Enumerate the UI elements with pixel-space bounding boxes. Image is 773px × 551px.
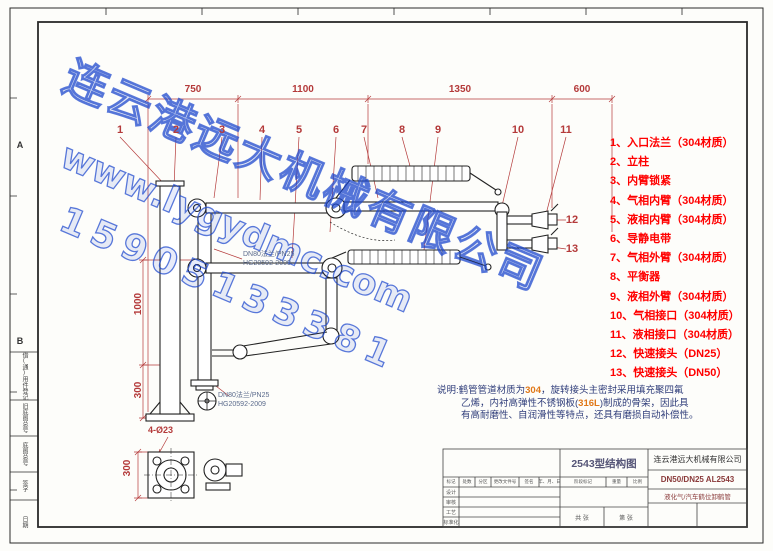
- base-plate: [145, 413, 195, 422]
- callout-5: 5: [295, 124, 303, 136]
- part-item-12: 12、快速接头（DN25）: [610, 348, 728, 361]
- part-item-11: 11、液相接口（304材质）: [610, 329, 739, 342]
- callout-4: 4: [258, 124, 266, 136]
- upper-balancer: [351, 165, 471, 182]
- dimension-300-detail: 300: [121, 459, 133, 477]
- quick-coupling-dn25: [531, 210, 549, 230]
- titleblock-row-standard: 标准化: [443, 519, 459, 526]
- parts-list: 1、入口法兰（304材质） 2、立柱 3、内臂锁紧 4、气相内臂（304材质） …: [610, 134, 770, 384]
- titleblock-header-mark: 标记: [446, 479, 456, 484]
- gas-outer-arm: [343, 201, 499, 212]
- description-line-2: 乙烯，内衬高弹性不锈钢板(316L)制成的骨架，因此具: [461, 397, 689, 409]
- model-code: DN50/DN25 AL2543: [660, 475, 735, 484]
- callout-1: 1: [116, 124, 124, 136]
- titleblock-header-changefile: 更改文件号: [493, 479, 517, 484]
- dimension-1000: 1000: [132, 292, 144, 316]
- callout-8: 8: [398, 124, 406, 136]
- bottom-flange: [190, 379, 219, 387]
- zone-letter-a: A: [16, 140, 24, 150]
- riser-pipe: [197, 211, 212, 381]
- liquid-interface: [506, 239, 533, 249]
- dimension-750: 750: [184, 84, 202, 95]
- liquid-outer-arm: [325, 277, 338, 333]
- callout-13: 13: [565, 243, 579, 255]
- description-note: 说明:鹤管管道材质为304，旋转接头主密封采用填充聚四氟 乙烯，内衬高弹性不锈钢…: [437, 385, 759, 423]
- frame-border: [9, 7, 764, 544]
- lower-balancer: [347, 249, 461, 265]
- callout-leaders: [119, 136, 567, 397]
- titleblock-row-process: 工艺: [445, 509, 456, 516]
- base-plate-detail: [144, 448, 243, 502]
- callout-2: 2: [172, 124, 180, 136]
- column: [159, 185, 181, 415]
- titleblock-sheets: 共 张: [575, 515, 589, 522]
- margin-cell-borrow: 借(通)用件登记: [21, 352, 27, 400]
- part-item-9: 9、液相外臂（304材质）: [610, 290, 734, 303]
- titleblock-sheet-no: 第 张: [619, 515, 633, 522]
- dimension-600: 600: [573, 84, 591, 95]
- titleblock-row-check: 审核: [445, 499, 456, 506]
- callout-3: 3: [218, 124, 226, 136]
- part-item-13: 13、快速接头（DN50）: [610, 367, 728, 380]
- margin-cell-base-no: 底图总号: [21, 442, 27, 466]
- callout-7: 7: [360, 124, 368, 136]
- callout-11: 11: [560, 124, 572, 136]
- titleblock-header-count: 处数: [462, 479, 472, 484]
- loading-arm-drawing: [144, 165, 559, 502]
- static-strap: [329, 221, 396, 241]
- margin-cell-old-no: 旧底图总号: [21, 403, 27, 433]
- titleblock-scale: 比例: [633, 479, 642, 484]
- part-item-8: 8、平衡器: [610, 271, 661, 284]
- description-line-1: 说明:鹤管管道材质为304，旋转接头主密封采用填充聚四氟: [437, 385, 684, 396]
- product-name: 液化气/汽车鹤位卸鹤管: [664, 494, 731, 501]
- description-line-3: 有高耐磨性、自润滑性等特点，还具有磨损自动补偿性。: [461, 410, 699, 421]
- flange-label-bottom: DN80法兰/PN25 HG20592-2009: [218, 392, 270, 408]
- part-item-4: 4、气相内臂（304材质）: [610, 194, 734, 207]
- callout-6: 6: [332, 124, 340, 136]
- titleblock-weight: 重量: [612, 479, 621, 484]
- titleblock-header-date: 年、月、日: [539, 479, 560, 484]
- dimension-lines: [134, 95, 616, 502]
- title-block-grid: [442, 448, 748, 528]
- quick-coupling-dn50: [531, 234, 549, 254]
- dimension-1350: 1350: [448, 84, 472, 95]
- dimension-300-left: 300: [132, 381, 144, 399]
- bolt-hole-note: 4-Ø23: [148, 425, 174, 435]
- part-item-7: 7、气相外臂（304材质）: [610, 252, 734, 265]
- margin-cell-sign: 签字: [21, 480, 27, 492]
- titleblock-header-zone: 分区: [478, 479, 488, 484]
- part-item-6: 6、导静电带: [610, 233, 672, 246]
- titleblock-row-design: 设计: [445, 489, 456, 496]
- dimension-1100: 1100: [292, 84, 314, 95]
- gas-interface: [506, 215, 533, 225]
- company-name: 连云港远大机械有限公司: [653, 455, 742, 464]
- flange-label-mid: DN80法兰/PN25 HG20592-2009: [243, 251, 295, 267]
- part-item-1: 1、入口法兰（304材质）: [610, 137, 734, 149]
- zone-letter-b: B: [16, 336, 24, 346]
- gas-inner-arm: [205, 202, 331, 214]
- titleblock-header-signature: 签名: [524, 479, 534, 484]
- callout-9: 9: [434, 124, 442, 136]
- part-item-10: 10、气相接口（304材质）: [610, 309, 740, 322]
- part-item-3: 3、内臂锁紧: [610, 175, 672, 188]
- margin-cell-date: 日期: [21, 515, 27, 528]
- callout-12: 12: [565, 214, 579, 226]
- callout-10: 10: [511, 124, 525, 136]
- drawing-title: 2543型结构图: [571, 457, 637, 470]
- part-item-5: 5、液相内臂（304材质）: [610, 213, 734, 226]
- titleblock-stage-mark: 阶段标记: [574, 479, 592, 484]
- part-item-2: 2、立柱: [610, 156, 650, 169]
